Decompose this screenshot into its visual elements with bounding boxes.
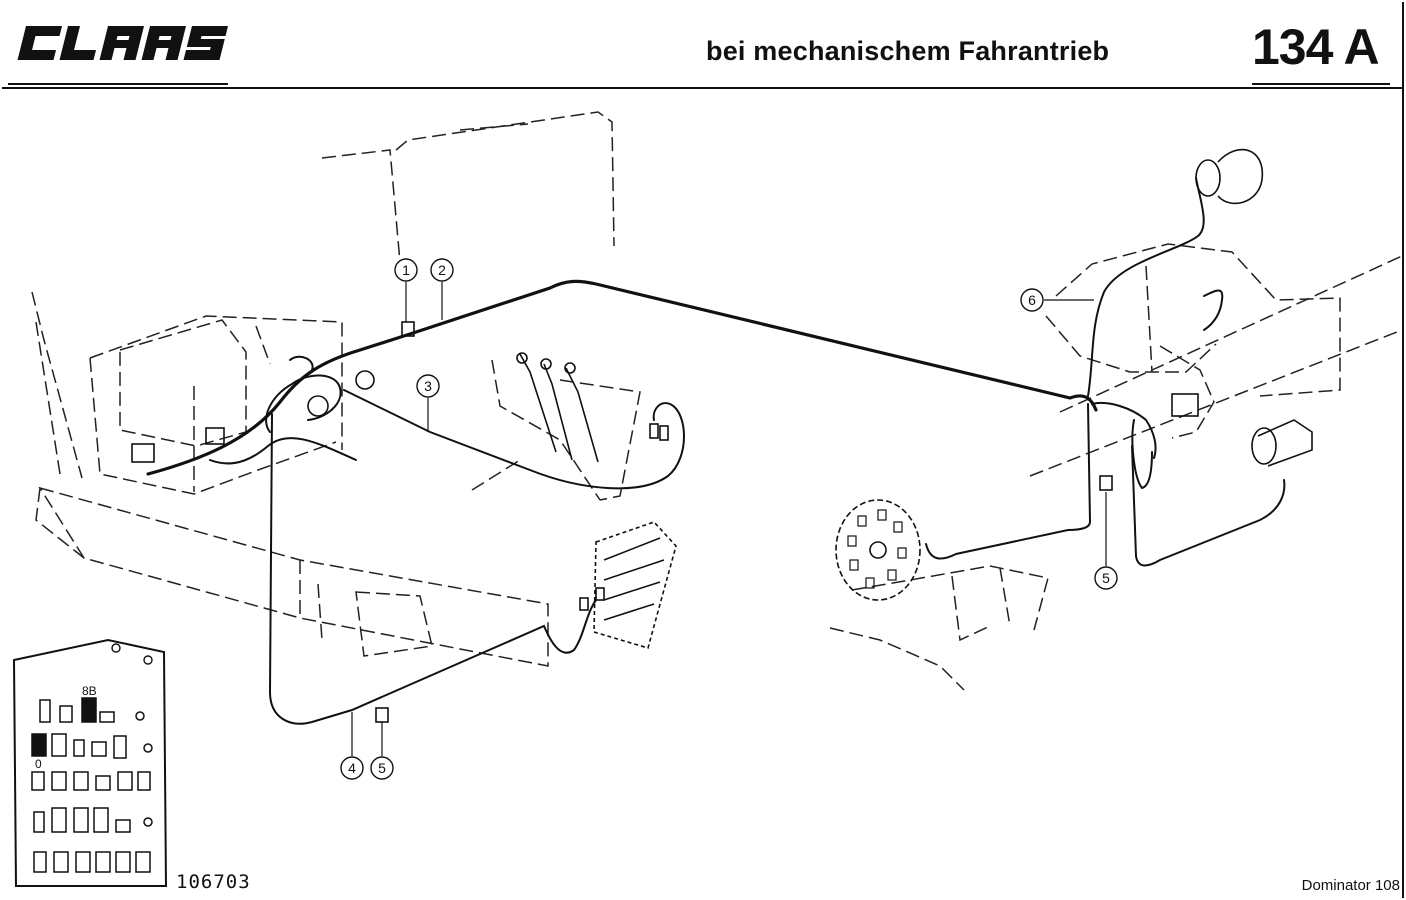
svg-text:3: 3 — [424, 378, 432, 394]
callout-5-bottom: 5 — [370, 756, 394, 780]
callout-2: 2 — [430, 258, 454, 282]
page-number: 134 A — [1252, 19, 1380, 75]
callout-1: 1 — [394, 258, 418, 282]
svg-text:5: 5 — [1102, 570, 1110, 586]
drawing-number: 106703 — [176, 871, 251, 893]
harness-branches — [209, 177, 1286, 725]
svg-text:2: 2 — [438, 262, 446, 278]
svg-text:6: 6 — [1028, 292, 1036, 308]
connector-5-bottom — [375, 707, 389, 723]
fuse-row-4 — [33, 807, 153, 833]
machine-outline — [31, 111, 1403, 691]
fuse-label-left: 0 — [35, 757, 42, 771]
fuse-row-1 — [39, 697, 145, 723]
claas-logo — [17, 26, 229, 60]
callout-5-right: 5 — [1094, 566, 1118, 590]
callouts: 1 2 3 4 5 5 6 — [340, 258, 1118, 780]
leader-lines — [351, 282, 1107, 756]
fuse-box-inset — [12, 638, 168, 887]
callout-3: 3 — [416, 374, 440, 398]
fuse-row-2 — [31, 733, 153, 759]
fuse-row-5 — [33, 851, 151, 873]
connector-5-right — [1099, 475, 1113, 491]
harness-main — [146, 279, 1098, 476]
callout-6: 6 — [1020, 288, 1044, 312]
fuse-label-top: 8B — [82, 684, 97, 698]
model-name: Dominator 108 — [1301, 877, 1400, 894]
fuse-row-3 — [31, 771, 151, 791]
svg-text:1: 1 — [402, 262, 410, 278]
page-title: bei mechanischem Fahrantrieb — [706, 36, 1110, 66]
svg-text:5: 5 — [378, 760, 386, 776]
svg-text:4: 4 — [348, 760, 356, 776]
callout-4: 4 — [340, 756, 364, 780]
components — [131, 148, 1313, 723]
